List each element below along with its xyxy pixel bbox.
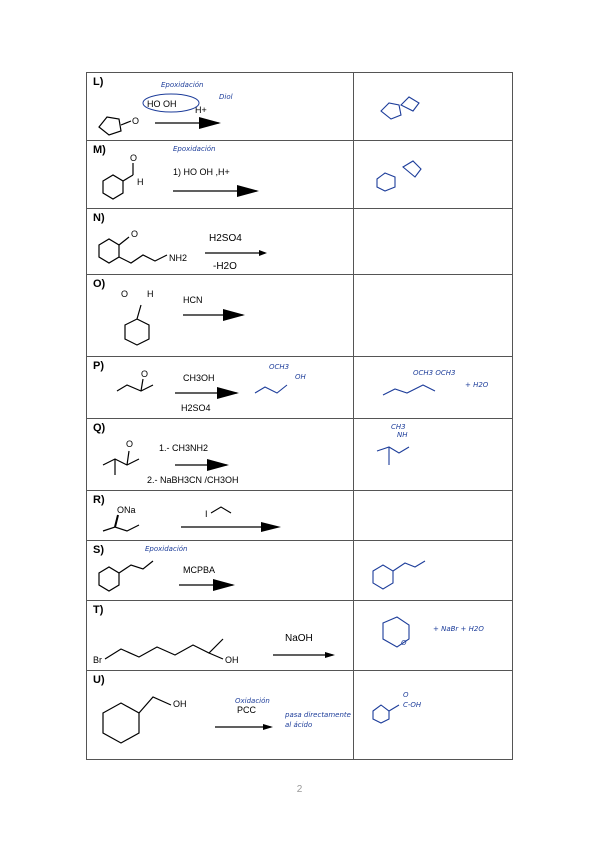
reaction-drawing-T: Br OH NaOH O + NaBr + H2O [93,616,484,665]
reagent-amine: 1.- CH3NH2 [159,443,208,453]
reagent-acid: H2SO4 [209,233,242,244]
reagent-diol: HO OH [147,99,177,109]
atom-OH: OH [225,655,239,665]
reagent-acid: H2SO4 [181,403,211,413]
reagent: HCN [183,295,203,305]
row-T: T) Br OH NaOH O + NaBr + H2O [87,601,512,671]
atom-H: H [137,177,144,187]
reagent-dehydration: -H2O [213,261,237,272]
atom-OH: OH [173,699,187,709]
hand-ring-o: O [401,639,407,647]
row-N: N) O NH2 H2SO4 -H2O [87,209,512,275]
atom-O: O [130,153,137,163]
row-label: M) [93,144,106,156]
row-P: P) O CH3OH H2SO4 OCH3 OH OCH3 OCH3 + H2O [87,357,512,419]
note-oxidation: Oxidación [235,697,270,705]
reagent-mcpba: MCPBA [183,565,215,575]
row-label: T) [93,604,104,616]
reaction-drawing-U: OH Oxidación PCC pasa directamente al ác… [102,691,422,744]
reaction-drawing-L: O HO OH H+ Epoxidación Diol [98,81,420,136]
reagent-reduction: 2.- NaBH3CN /CH3OH [147,475,239,485]
row-label: P) [93,360,104,372]
reaction-drawing-N: O NH2 H2SO4 -H2O [98,229,267,272]
reagent-methanol: CH3OH [183,373,215,383]
atom-H: H [147,289,154,299]
row-L: L) O HO OH H+ Epoxidación Diol [87,73,512,141]
note-direct: pasa directamente [284,711,351,719]
reagent-iodide: I [205,509,208,519]
row-O: O) O H HCN [87,275,512,357]
atom-O: O [132,116,139,126]
row-S: S) Epoxidación MCPBA [87,541,512,601]
row-label: U) [93,674,105,686]
reaction-drawing-R: ONa I [102,505,281,532]
atom-O: O [131,229,138,239]
row-label: Q) [93,422,106,434]
note-epoxidation: Epoxidación [173,145,215,153]
row-R: R) ONa I [87,491,512,541]
note-epoxidation: Epoxidación [145,545,187,553]
hand-och3: OCH3 [269,363,289,371]
row-Q: Q) O 1.- CH3NH2 2.- NaBH3CN /CH3OH CH3 N… [87,419,512,491]
atom-O: O [121,289,128,299]
reagent: 1) HO OH ,H+ [173,167,230,177]
hand-oh: OH [295,373,307,381]
reagent-acid: H+ [195,105,207,115]
note-epoxidation: Epoxidación [161,81,203,89]
row-M: M) O H Epoxidación 1) HO OH ,H+ [87,141,512,209]
atom-NH2: NH2 [169,253,187,263]
hand-byproducts: + NaBr + H2O [433,625,484,633]
reagent-naoh: NaOH [285,633,313,644]
reaction-drawing-P: O CH3OH H2SO4 OCH3 OH OCH3 OCH3 + H2O [116,363,489,413]
hand-carbonyl-o: O [403,691,409,699]
hand-ch3: CH3 [391,423,406,431]
hand-acid: C-OH [403,701,422,709]
reagent-alkoxide: ONa [117,505,136,515]
row-label: N) [93,212,105,224]
reaction-drawing-S: Epoxidación MCPBA [98,545,426,592]
page-number: 2 [296,784,303,795]
reaction-table: L) O HO OH H+ Epoxidación Diol M) O H Ep… [86,72,513,760]
reaction-drawing-Q: O 1.- CH3NH2 2.- NaBH3CN /CH3OH CH3 NH [102,423,410,485]
hand-water: + H2O [465,381,489,389]
row-label: R) [93,494,105,506]
row-U: U) OH Oxidación PCC pasa directamente al… [87,671,512,761]
hand-nh: NH [397,431,408,439]
atom-Br: Br [93,655,102,665]
reaction-drawing-M: O H Epoxidación 1) HO OH ,H+ [102,145,422,200]
reaction-drawing-O: O H HCN [121,289,245,346]
note-to-acid: al ácido [285,721,312,729]
row-label: S) [93,544,104,556]
hand-dimethoxy: OCH3 OCH3 [413,369,455,377]
row-label: L) [93,76,104,88]
column-divider [353,73,354,759]
note-diol: Diol [219,93,233,101]
row-label: O) [93,278,106,290]
reagent-pcc: PCC [237,705,257,715]
atom-O: O [141,369,148,379]
atom-O: O [126,439,133,449]
